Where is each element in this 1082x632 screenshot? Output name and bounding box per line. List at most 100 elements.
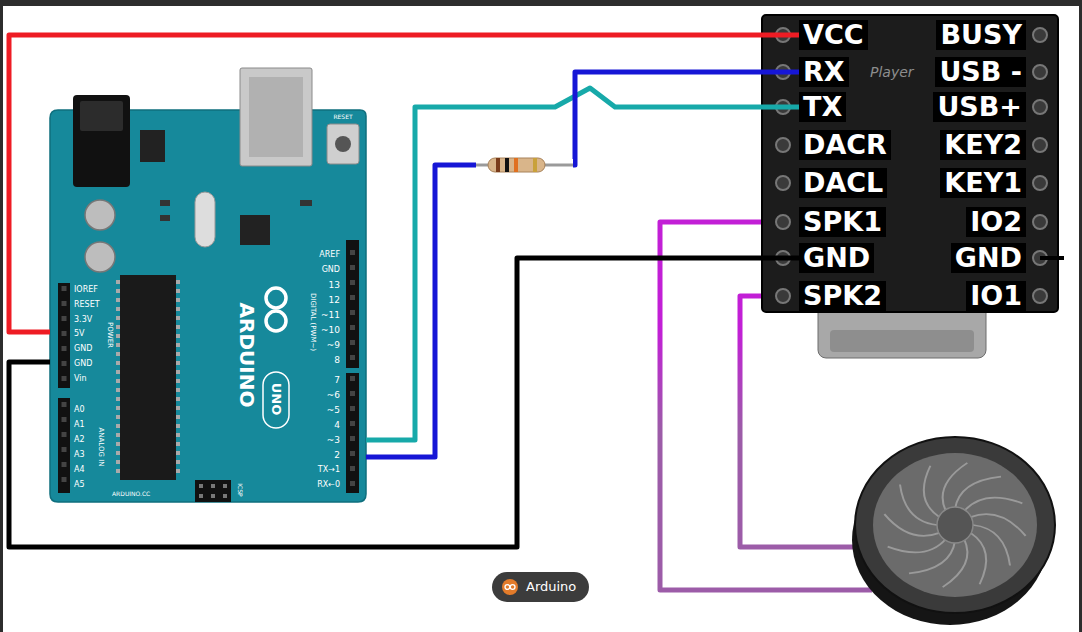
- resistor-symbol: [505, 158, 509, 172]
- pin-label: TX: [799, 92, 846, 122]
- speaker-drawing: [873, 453, 1037, 597]
- arduino-board-drawing: [240, 68, 312, 166]
- resistor-symbol: [543, 164, 573, 167]
- resistor-symbol: [488, 158, 545, 172]
- arduino-board-drawing: [199, 484, 229, 488]
- arduino-board-drawing: [249, 77, 303, 157]
- arduino-board-drawing: [160, 200, 170, 206]
- header-pin: [1033, 138, 1047, 152]
- board-print: ~3: [327, 436, 340, 445]
- header-pin: [1033, 65, 1047, 79]
- board-print: RESET: [333, 114, 352, 120]
- arduino-board-drawing: [350, 376, 355, 492]
- arduino-board-drawing: [266, 311, 286, 331]
- board-print: A2: [74, 436, 85, 444]
- resistor-symbol: [514, 158, 518, 172]
- pin-label: KEY2: [940, 130, 1026, 160]
- header-pin: [776, 28, 1047, 303]
- resistor-symbol: [476, 158, 573, 172]
- board-print: GND: [74, 345, 92, 353]
- resistor-symbol: [496, 158, 500, 172]
- pin-name: SPK1: [803, 207, 882, 237]
- pin-label: RX: [799, 57, 849, 87]
- board-print: AREF: [319, 251, 340, 259]
- arduino-board-drawing: [120, 275, 176, 480]
- pin-label: IO1: [966, 281, 1026, 311]
- arduino-board-drawing: [73, 95, 130, 187]
- arduino-board-drawing: [327, 124, 359, 164]
- arduino-board-drawing: [266, 288, 286, 308]
- board-print: 3.3V: [74, 316, 92, 324]
- header-pin: [776, 176, 790, 190]
- header-pin: [1033, 289, 1047, 303]
- arduino-board: RESETAREFGND1312~11~10~98DIGITAL (PWM~)A…: [50, 110, 366, 500]
- arduino-board-drawing: [85, 200, 115, 230]
- pin-name: GND: [955, 243, 1022, 273]
- board-print: UNO: [270, 383, 283, 416]
- board-print: RX←0: [317, 481, 340, 489]
- header-pin: [776, 289, 790, 303]
- pin-name: VCC: [803, 20, 864, 50]
- pin-name: IO1: [970, 281, 1022, 311]
- arduino-board-drawing: [240, 215, 270, 245]
- speaker-drawing: [955, 477, 1001, 510]
- board-print: A0: [74, 406, 85, 414]
- badge-text: Arduino: [526, 572, 576, 602]
- board-print: GND: [74, 360, 92, 368]
- speaker-drawing: [973, 525, 1010, 565]
- board-print: ~5: [327, 406, 340, 415]
- image-frame: [1079, 0, 1082, 632]
- speaker-drawing: [852, 437, 1055, 625]
- pin-name: KEY2: [944, 130, 1022, 160]
- pin-name: DACR: [803, 130, 887, 160]
- arduino-icon: [505, 585, 510, 590]
- pin-label: SPK1: [799, 207, 886, 237]
- board-print: GND: [322, 266, 340, 274]
- speaker-drawing: [900, 485, 937, 525]
- header-pin: [1033, 28, 1047, 42]
- arduino-icon: [502, 579, 518, 595]
- arduino-board-drawing: [58, 283, 70, 388]
- board-print: A3: [74, 451, 85, 459]
- mp3-module-drawing: [762, 15, 1064, 358]
- board-print: ~6: [327, 391, 340, 400]
- board-print: ARDUINO.CC: [112, 491, 150, 497]
- arduino-board-drawing: [140, 130, 165, 162]
- arduino-board-drawing: [50, 68, 366, 502]
- pin-label: GND: [951, 243, 1026, 273]
- header-pin: [776, 215, 790, 229]
- board-print: TX→1: [318, 466, 340, 474]
- board-print: A1: [74, 421, 85, 429]
- resistor-symbol: [533, 158, 537, 172]
- board-print: ICSP: [237, 483, 243, 496]
- jumper-wire: [366, 72, 799, 457]
- arduino-icon: [502, 579, 518, 595]
- pin-name: SPK2: [803, 281, 882, 311]
- arduino-board-drawing: [195, 480, 231, 502]
- speaker-drawing: [884, 463, 1025, 587]
- player-module: PlayerVCCBUSYRXUSB -TXUSB+DACRKEY2DACLKE…: [762, 15, 1058, 312]
- arduino-board-drawing: [62, 402, 67, 492]
- arduino-board-drawing: [160, 215, 170, 221]
- board-print: ~11: [321, 311, 340, 320]
- arduino-board-drawing: [58, 398, 70, 493]
- pin-name: USB+: [937, 92, 1022, 122]
- board-print: 8: [334, 356, 340, 365]
- mp3-module-drawing: [1040, 256, 1064, 260]
- speaker-drawing: [937, 507, 973, 543]
- board-print: POWER: [106, 322, 113, 348]
- header-pin: [1033, 100, 1047, 114]
- pin-label: USB+: [933, 92, 1026, 122]
- pin-name: DACL: [803, 168, 883, 198]
- image-frame: [0, 0, 3, 632]
- jumper-wire: [9, 258, 799, 547]
- header-pin: [776, 138, 790, 152]
- speaker-drawing: [855, 437, 1055, 613]
- board-print: 13: [329, 281, 340, 290]
- pin-label: KEY1: [940, 168, 1026, 198]
- board-print: 4: [334, 421, 340, 430]
- board-print: ARDUINO: [237, 303, 257, 408]
